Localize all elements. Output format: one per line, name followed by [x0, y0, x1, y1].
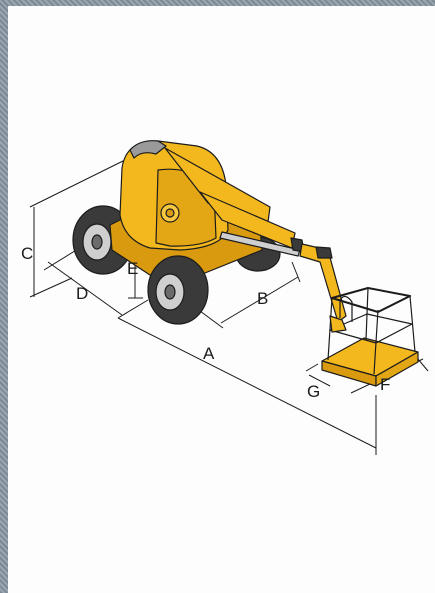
dim-label-d: D — [76, 284, 88, 303]
jib-joint — [315, 246, 333, 259]
boom-lift-machine — [72, 140, 347, 325]
dim-label-a: A — [203, 344, 215, 363]
platform-basket — [321, 287, 419, 387]
cowl-top-cap — [129, 140, 167, 159]
dimension-lines — [29, 159, 429, 455]
front-left-wheel — [147, 255, 209, 325]
boom-cylinder — [219, 231, 301, 257]
dim-label-e: E — [127, 259, 138, 278]
diagram-sheet: C E D B A G F — [8, 6, 435, 593]
dim-label-c: C — [21, 244, 33, 263]
boom-lift-diagram: C E D B A G F — [21, 140, 429, 455]
dimension-labels: C E D B A G F — [21, 244, 390, 401]
dim-label-g: G — [307, 382, 320, 401]
dim-label-f: F — [380, 375, 390, 394]
dim-label-b: B — [257, 289, 268, 308]
